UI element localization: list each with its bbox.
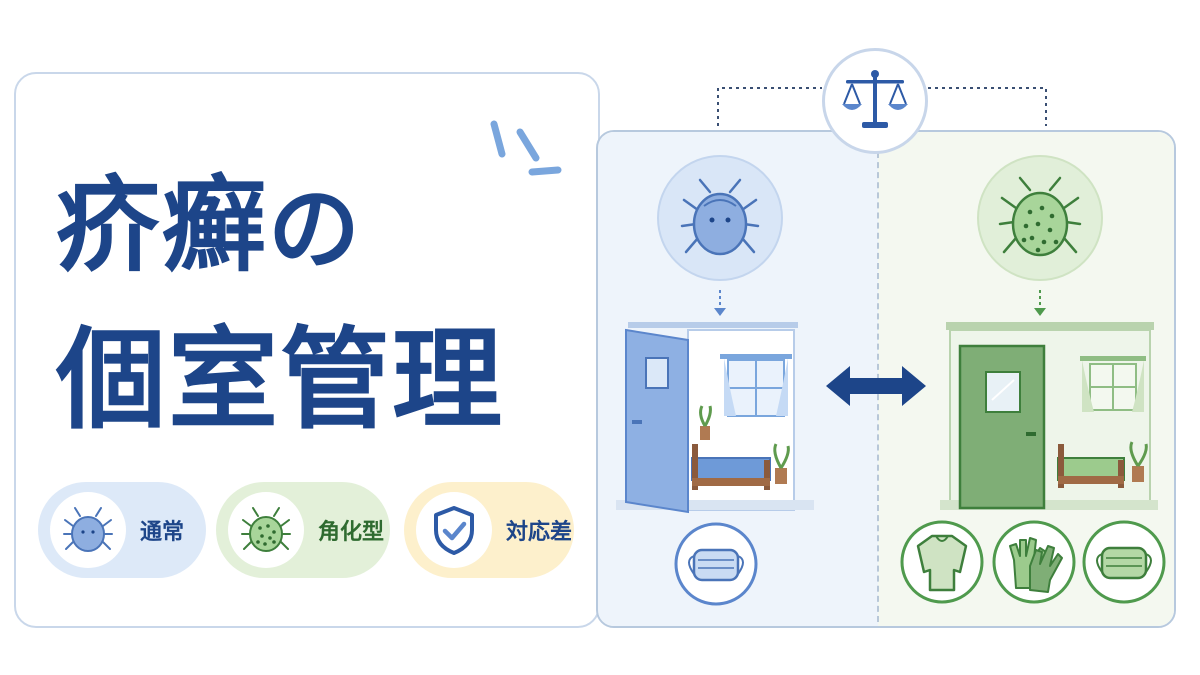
- legend-item-difference: 対応差: [404, 482, 574, 578]
- legend-label-difference: 対応差: [506, 520, 573, 545]
- emphasis-lines-icon: [490, 120, 562, 176]
- title-line-1: 疥癬の: [56, 140, 362, 291]
- legend-item-crusted: 角化型: [216, 482, 390, 578]
- gown-icon: [900, 520, 984, 604]
- shield-check-icon: [434, 506, 474, 555]
- mask-icon-normal: [674, 522, 758, 606]
- title-word-scabies: 疥癬: [56, 164, 269, 286]
- title-card: 疥癬の 個室管理 通常: [14, 72, 600, 628]
- legend-item-normal: 通常: [38, 482, 206, 578]
- comparison-arrow-icon: [826, 366, 926, 406]
- mite-green-icon: [241, 507, 291, 552]
- balance-scale-badge: [822, 48, 928, 154]
- balance-scale-icon: [842, 70, 908, 128]
- connector-bracket: [717, 87, 1047, 126]
- legend-label-normal: 通常: [140, 520, 185, 545]
- legend-label-crusted: 角化型: [318, 520, 385, 545]
- mask-icon-crusted: [1082, 520, 1166, 604]
- mite-blue-icon: [63, 507, 113, 552]
- mite-crusted-circle: [977, 155, 1103, 281]
- mite-normal-circle: [657, 155, 783, 281]
- gloves-icon: [992, 520, 1076, 604]
- private-room-crusted: [940, 322, 1158, 510]
- private-room-normal: [616, 322, 814, 514]
- title-particle: の: [268, 176, 363, 283]
- title-line-2: 個室管理: [56, 316, 504, 444]
